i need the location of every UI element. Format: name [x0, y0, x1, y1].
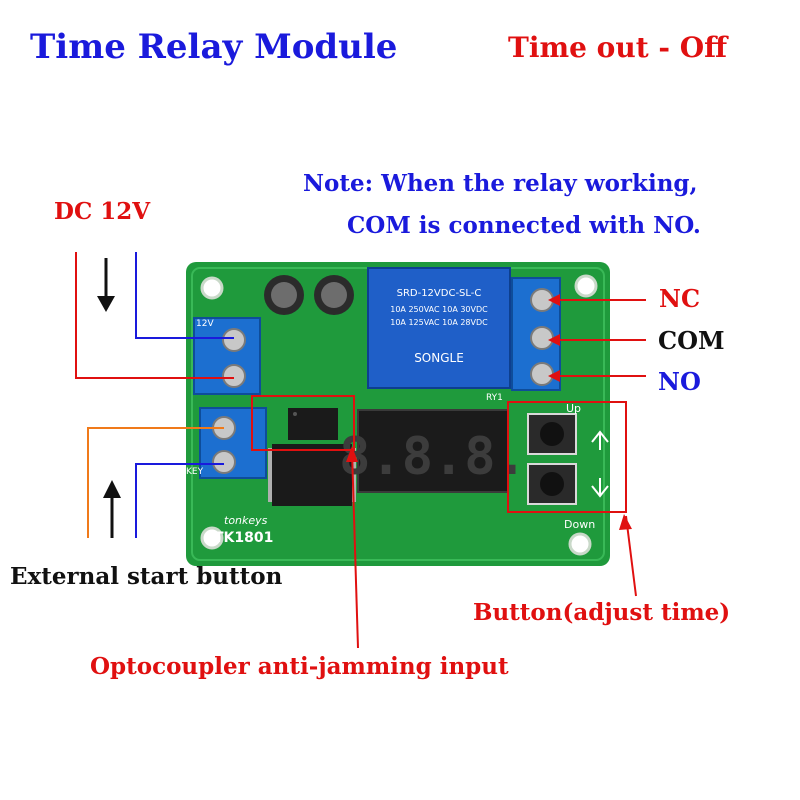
capacitors [264, 275, 354, 315]
start-wire-blue [135, 463, 224, 538]
silk-12v: 12V [196, 319, 214, 329]
mounting-hole-tr [574, 274, 598, 298]
note-line-2: COM is connected with NO. [347, 212, 701, 239]
silk-down: Down [564, 518, 595, 531]
down-arrow-icon [97, 296, 115, 312]
mounting-hole-tl [200, 276, 224, 300]
power-screw-plus [222, 328, 246, 352]
relay-rating-text-2: 10A 125VAC 10A 28VDC [390, 318, 488, 327]
note-line-1: Note: When the relay working, [303, 170, 698, 197]
optocoupler-pointer [346, 446, 359, 649]
adjust-buttons: Up Down [527, 402, 609, 531]
ic-chip [268, 444, 356, 506]
board-brand-text: tonkeys [224, 514, 268, 527]
optocoupler-highlight-box [251, 395, 355, 451]
key-screw-2 [212, 450, 236, 474]
silk-key: KEY [186, 467, 204, 477]
external-start-label: External start button [10, 563, 283, 590]
up-arrow-icon [591, 430, 609, 450]
start-wire-orange [87, 427, 224, 538]
relay: SRD-12VDC-SL-C 10A 250VAC 10A 30VDC 10A … [367, 267, 511, 403]
down-button [527, 463, 577, 505]
buttons-pointer [619, 514, 637, 597]
buttons-highlight-box [507, 401, 627, 513]
no-screw [530, 362, 554, 386]
relay-terminal-block [511, 277, 561, 391]
relay-brand-text: SONGLE [414, 351, 464, 365]
power-screw-minus [222, 364, 246, 388]
adjust-buttons-label: Button(adjust time) [473, 599, 731, 626]
mode-label: Time out - Off [508, 31, 728, 64]
com-label: COM [658, 326, 725, 355]
power-wiring [75, 252, 234, 379]
mounting-hole-bl [200, 526, 224, 550]
optocoupler-chip [288, 408, 338, 440]
com-screw [530, 326, 554, 350]
optocoupler-label: Optocoupler anti-jamming input [90, 653, 509, 680]
up-arrow-icon [103, 480, 121, 498]
start-button-wiring [87, 427, 224, 538]
display-digits: 8.8.8. [339, 427, 527, 487]
relay-rating-text-1: 10A 250VAC 10A 30VDC [390, 305, 488, 314]
relay-ref-text: RY1 [486, 393, 503, 403]
mounting-hole-br [568, 532, 592, 556]
power-wire-red [75, 252, 234, 379]
down-arrow-icon [591, 478, 609, 498]
seven-segment-display: 8.8.8. [339, 409, 527, 493]
board-model-text: TK1801 [214, 530, 273, 546]
power-wire-blue [135, 252, 234, 339]
relay-model-text: SRD-12VDC-SL-C [397, 288, 482, 299]
relay-output-pointers [548, 294, 646, 382]
nc-label: NC [659, 284, 701, 313]
relay-body [367, 267, 511, 389]
power-terminal-block: 12V [193, 317, 261, 395]
no-label: NO [658, 367, 701, 396]
silk-up: Up [566, 402, 581, 415]
page-title: Time Relay Module [30, 27, 398, 67]
power-label: DC 12V [54, 198, 151, 225]
